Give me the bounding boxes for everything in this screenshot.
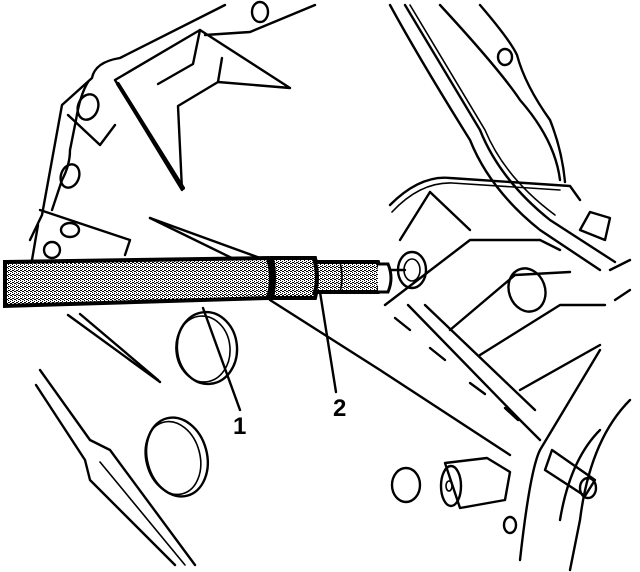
housing-fins <box>66 216 262 384</box>
bushing-block <box>439 448 598 510</box>
housing-flange-upper-left <box>28 3 227 262</box>
housing-rib <box>113 0 317 192</box>
callout-1: 1 <box>233 413 246 440</box>
housing-right <box>383 3 632 572</box>
callout-2: 2 <box>333 395 346 422</box>
housing-body-lines <box>34 298 512 567</box>
plug-openings <box>144 310 422 504</box>
tool-tip-segment <box>312 260 393 294</box>
callout-leaders <box>201 290 338 412</box>
tool-shaft <box>3 255 320 309</box>
